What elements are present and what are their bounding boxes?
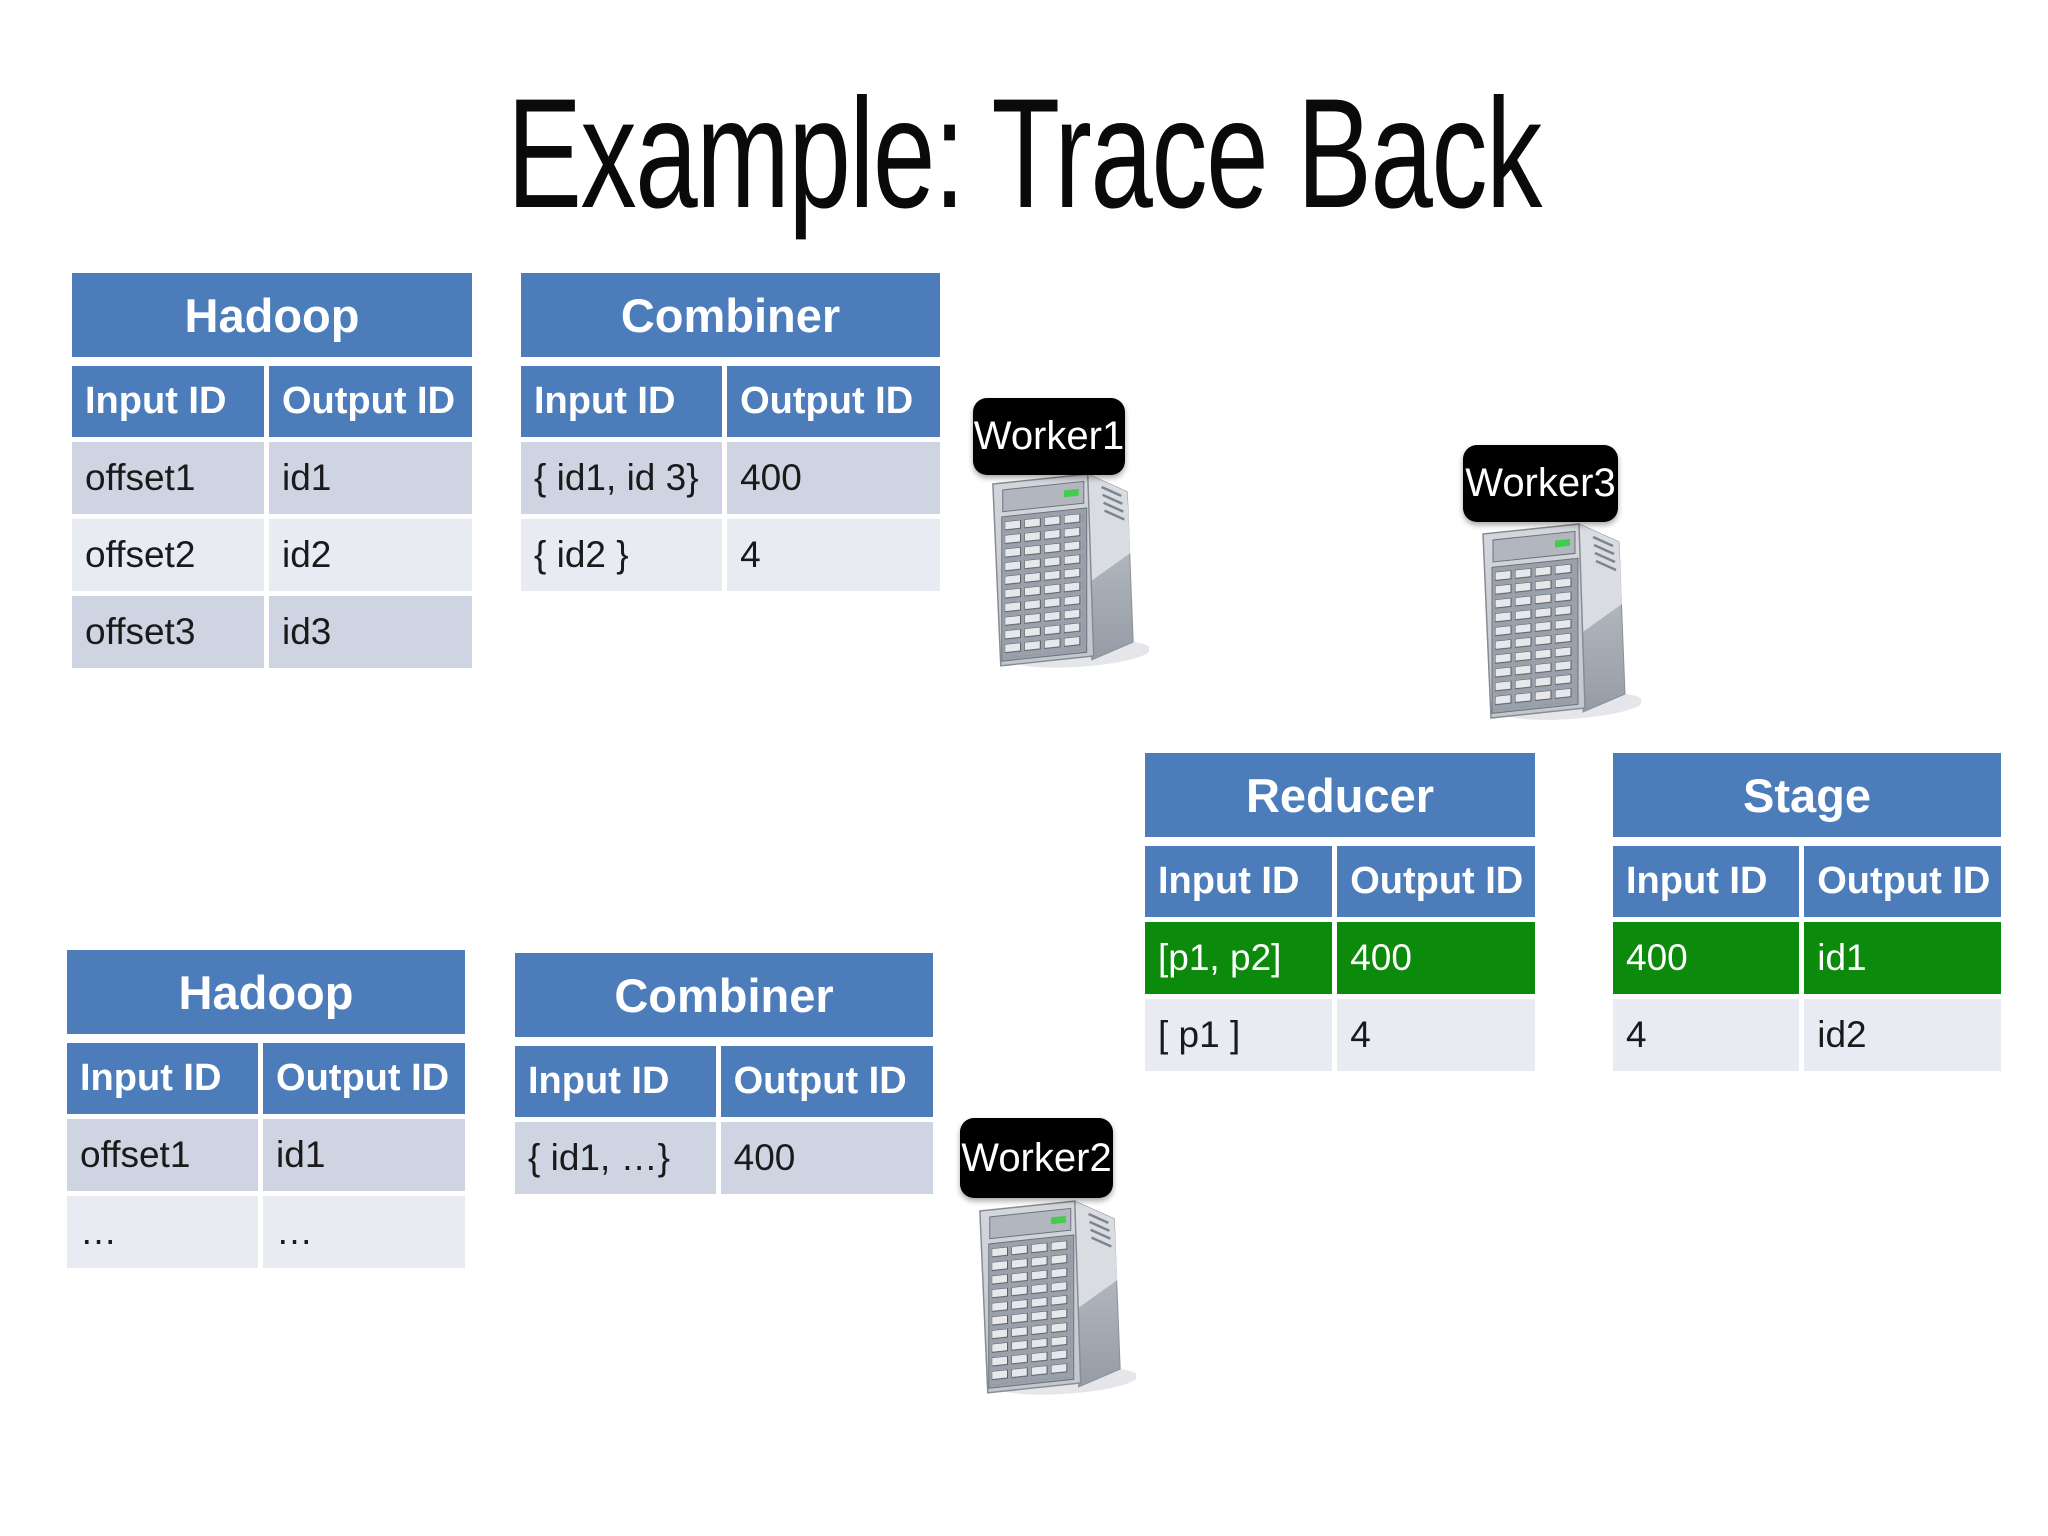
worker2-group: Worker2 <box>952 1115 1157 1410</box>
table-cell: 400 <box>720 1122 933 1194</box>
table-stage: Stage Input ID Output ID 400 id1 4 id2 <box>1613 753 2001 1071</box>
table-cell: id1 <box>263 1119 465 1191</box>
table-cell: id2 <box>269 519 472 591</box>
table-title: Stage <box>1613 753 2001 837</box>
table-cell: [ p1 ] <box>1145 999 1333 1071</box>
column-header-output-id: Output ID <box>720 1046 933 1117</box>
table-cell: 400 <box>727 442 940 514</box>
table-title: Reducer <box>1145 753 1535 837</box>
table-title: Combiner <box>521 273 940 357</box>
table-cell: offset1 <box>67 1119 259 1191</box>
column-header-output-id: Output ID <box>269 366 472 437</box>
column-header-output-id: Output ID <box>263 1043 465 1114</box>
table-combiner-bottom: Combiner Input ID Output ID { id1, …} 40… <box>515 953 933 1194</box>
table-cell-highlighted: [p1, p2] <box>1145 922 1333 994</box>
worker3-group: Worker3 <box>1455 442 1660 737</box>
column-header-input-id: Input ID <box>67 1043 259 1114</box>
table-cell-highlighted: id1 <box>1804 922 2001 994</box>
table-cell: id1 <box>269 442 472 514</box>
table-hadoop-bottom: Hadoop Input ID Output ID offset1 id1 … … <box>67 950 465 1268</box>
table-cell: 4 <box>727 519 940 591</box>
table-cell: … <box>263 1196 465 1268</box>
column-header-output-id: Output ID <box>1337 846 1535 917</box>
column-header-output-id: Output ID <box>727 366 940 437</box>
worker3-label: Worker3 <box>1463 445 1618 522</box>
page-title-text: Example: Trace Back <box>507 67 1542 241</box>
server-icon <box>968 1189 1136 1397</box>
table-cell: id3 <box>269 596 472 668</box>
server-icon <box>981 462 1149 670</box>
table-cell: { id1, …} <box>515 1122 716 1194</box>
table-cell: { id2 } <box>521 519 723 591</box>
table-title: Hadoop <box>72 273 472 357</box>
table-title: Combiner <box>515 953 933 1037</box>
table-cell: { id1, id 3} <box>521 442 723 514</box>
table-combiner-top: Combiner Input ID Output ID { id1, id 3}… <box>521 273 940 591</box>
table-cell: offset3 <box>72 596 264 668</box>
column-header-input-id: Input ID <box>1613 846 1800 917</box>
column-header-input-id: Input ID <box>521 366 723 437</box>
table-cell: offset1 <box>72 442 264 514</box>
table-hadoop-top: Hadoop Input ID Output ID offset1 id1 of… <box>72 273 472 668</box>
column-header-output-id: Output ID <box>1804 846 2001 917</box>
worker1-group: Worker1 <box>965 396 1170 686</box>
table-cell-highlighted: 400 <box>1613 922 1800 994</box>
column-header-input-id: Input ID <box>515 1046 716 1117</box>
server-icon <box>1471 512 1641 722</box>
column-header-input-id: Input ID <box>1145 846 1333 917</box>
worker1-label: Worker1 <box>973 398 1125 475</box>
column-header-input-id: Input ID <box>72 366 264 437</box>
table-cell: offset2 <box>72 519 264 591</box>
table-cell: 4 <box>1337 999 1535 1071</box>
table-cell: 4 <box>1613 999 1800 1071</box>
table-title: Hadoop <box>67 950 465 1034</box>
table-reducer: Reducer Input ID Output ID [p1, p2] 400 … <box>1145 753 1535 1071</box>
table-cell: id2 <box>1804 999 2001 1071</box>
worker2-label: Worker2 <box>960 1118 1113 1198</box>
table-cell-highlighted: 400 <box>1337 922 1535 994</box>
page-title: Example: Trace Back <box>0 76 2048 232</box>
table-cell: … <box>67 1196 259 1268</box>
